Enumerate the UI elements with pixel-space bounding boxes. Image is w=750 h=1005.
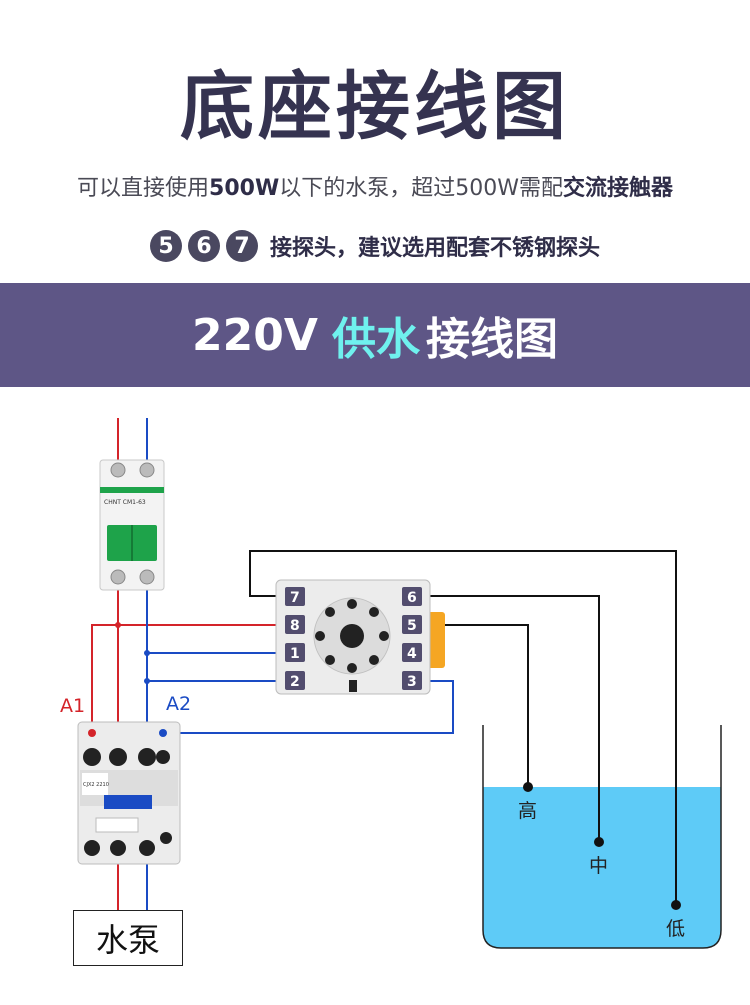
live-junction-dot (115, 622, 121, 628)
socket-pin-1: 1 (290, 646, 300, 662)
banner-voltage: 220V (192, 309, 318, 361)
contactor-label: CJX2 2210 (83, 782, 109, 788)
subtitle-bold-1: 500W (209, 176, 280, 201)
socket-pin-6: 6 (407, 590, 417, 606)
subtitle-text-1: 可以直接使用 (77, 176, 210, 201)
neutral-wires (146, 418, 454, 910)
page-title: 底座接线图 (180, 64, 570, 150)
neutral-junction-dot (144, 650, 150, 656)
probe-low-dot (671, 900, 681, 910)
breaker-screw-icon (139, 569, 155, 585)
socket-pin-2: 2 (290, 674, 300, 690)
neutral-junction-dot (144, 678, 150, 684)
water-tank (482, 725, 722, 949)
breaker-screw-icon (139, 462, 155, 478)
contactor-label-plate (82, 773, 108, 795)
socket-pin-4: 4 (407, 646, 417, 662)
probe-wires (249, 550, 677, 905)
tank-water (483, 787, 721, 948)
probe-number-badge: 5 (149, 230, 182, 262)
banner-highlight: 供水 (331, 314, 420, 365)
contactor-blue-slider (104, 795, 152, 809)
breaker-screw-icon (110, 569, 126, 585)
level-high-label: 高 (518, 800, 537, 822)
probe-mid-dot (594, 837, 604, 847)
probe-wire-high (412, 624, 529, 787)
socket-pin-5: 5 (407, 618, 417, 634)
probe-instruction: 5 6 7 接探头，建议选用配套不锈钢探头 (0, 230, 750, 262)
relay-socket: 7 8 1 2 6 5 4 3 (275, 579, 445, 695)
breaker-label: CHNT CM1-63 (104, 499, 146, 506)
level-mid-label: 中 (589, 855, 608, 877)
ac-contactor: CJX2 2210 (77, 721, 181, 865)
section-banner: 220V 供水 接线图 (0, 283, 750, 387)
pump-label: 水泵 (95, 921, 160, 959)
pump-label-box: 水泵 (73, 910, 183, 966)
subtitle: 可以直接使用500W以下的水泵，超过500W需配交流接触器 (0, 173, 750, 205)
subtitle-text-2: 以下的水泵，超过500W需配 (279, 176, 563, 201)
a1-label: A1 (60, 695, 85, 717)
banner-suffix: 接线图 (425, 314, 558, 365)
probe-wire-mid (412, 595, 600, 842)
level-low-label: 低 (666, 918, 685, 940)
contactor-a1-dot (88, 729, 96, 737)
subtitle-bold-2: 交流接触器 (562, 176, 673, 201)
socket-pin-3: 3 (407, 674, 417, 690)
probe-number-badge: 7 (225, 230, 258, 262)
socket-pin-8: 8 (290, 618, 300, 634)
socket-pin-7: 7 (290, 590, 300, 606)
probe-text: 接探头，建议选用配套不锈钢探头 (269, 236, 600, 261)
contactor-a2-dot (159, 729, 167, 737)
tank-outline (482, 725, 722, 949)
probe-high-dot (523, 782, 533, 792)
breaker-screw-icon (110, 462, 126, 478)
probe-number-badge: 6 (187, 230, 220, 262)
socket-orange-tab (427, 612, 445, 668)
probe-wire-low (249, 550, 677, 905)
circuit-breaker: CHNT CM1-63 (99, 459, 165, 591)
a2-label: A2 (166, 693, 191, 715)
